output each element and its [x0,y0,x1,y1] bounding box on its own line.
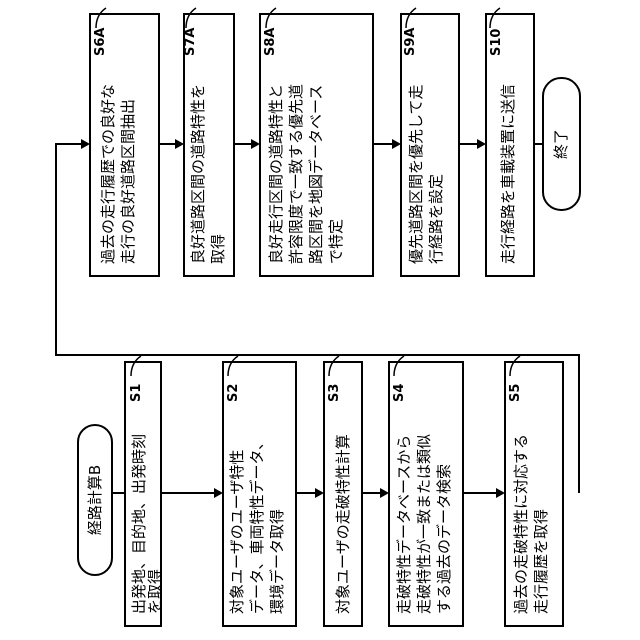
arrowhead [251,139,260,149]
label-s10: S10 [489,29,504,56]
start-label: 経路計算B [86,465,104,535]
step-s2-text-1: 対象ユーザのユーザ特性 [228,450,246,614]
end-terminal: 終了 [543,78,580,210]
start-terminal: 経路計算B [78,425,112,575]
arrowhead [496,488,505,498]
step-s9a-text-2: 行経路を設定 [427,174,445,264]
label-s8a: S8A [263,28,278,56]
step-s6a-text-1: 過去の走行履歴での良好な [99,84,117,264]
arrowhead [214,488,223,498]
arrowhead [477,139,486,149]
arrowhead [81,139,90,149]
step-s8a-text-4: で特定 [327,219,345,264]
step-s2-text-3: 環境データ取得 [268,509,286,614]
step-s10-text-1: 走行経路を車載装置に送信 [499,84,517,264]
step-s2-text-2: データ、車両特性データ、 [248,435,266,614]
label-s9a: S9A [403,28,418,56]
step-s7a-text-2: 取得 [209,234,227,264]
label-s2: S2 [226,384,241,402]
step-s4-text-3: する過去のデータ検索 [435,464,453,614]
arrowhead [392,139,401,149]
step-s9a-text-1: 優先道路区間を優先して走 [407,84,425,264]
arrowhead [315,488,324,498]
label-s3: S3 [327,384,342,402]
step-s4-text-2: 走破特性が一致または類似 [415,434,433,614]
step-s5-text-2: 走行履歴を取得 [532,509,550,614]
step-s4-text-1: 走破特性データベースから [395,435,413,614]
step-s7a-text-1: 良好道路区間の道路特性を [189,84,207,264]
step-s6a-text-2: 走行の良好道路区間抽出 [119,99,137,264]
label-s4: S4 [392,384,407,402]
label-s7a: S7A [183,28,198,56]
step-s1-text-2: を取得 [146,569,164,614]
end-label: 終了 [552,129,570,159]
step-s3-text-1: 対象ユーザの走破特性計算 [334,434,352,614]
step-s8a-text-1: 良好走行区間の道路特性と [267,84,285,264]
step-s8a-text-3: 路区間を地図データベース [307,85,325,264]
label-s5: S5 [508,384,523,402]
label-s1: S1 [129,384,144,402]
step-s5-text-1: 過去の走破特性に対応する [512,434,530,614]
label-s6a: S6A [93,28,108,56]
arrowhead [175,139,184,149]
arrowhead [380,488,389,498]
step-s8a-text-2: 許容限度で一致する優先道 [287,84,305,264]
